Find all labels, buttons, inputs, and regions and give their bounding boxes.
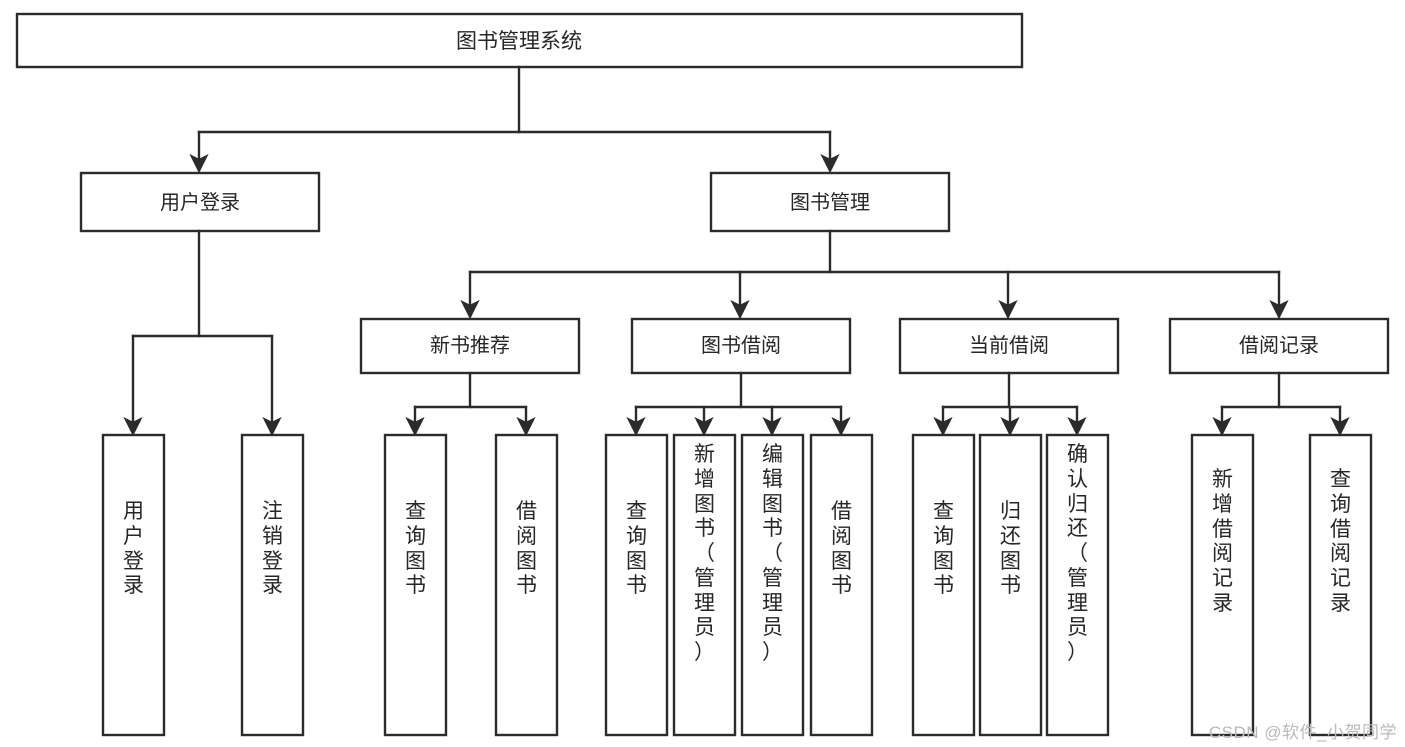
node-book-manage-label: 图书管理 xyxy=(790,191,870,214)
node-borrow-record-label: 借阅记录 xyxy=(1239,334,1319,357)
leaf-box-user-login-2[interactable] xyxy=(240,433,305,737)
node-new-book-recommend[interactable]: 新书推荐 xyxy=(359,317,581,375)
node-user-login[interactable]: 用户登录 xyxy=(79,171,321,233)
node-current-borrow-box xyxy=(898,317,1120,375)
leaf-box-current-borrow-3[interactable] xyxy=(1045,433,1110,737)
node-book-borrow[interactable]: 图书借阅 xyxy=(630,317,852,375)
leaf-box-book-borrow-4[interactable] xyxy=(809,433,874,737)
node-user-login-label: 用户登录 xyxy=(160,191,240,214)
leaf-box-current-borrow-2[interactable] xyxy=(978,433,1043,737)
node-new-book-recommend-label: 新书推荐 xyxy=(430,334,510,357)
leaf-box-user-login-1[interactable] xyxy=(101,433,166,737)
leaf-box-borrow-record-1[interactable] xyxy=(1190,433,1255,737)
leaf-box-new-book-2[interactable] xyxy=(494,433,559,737)
node-borrow-record-box xyxy=(1168,317,1390,375)
node-book-manage-box xyxy=(709,171,951,233)
node-root-system-label: 图书管理系统 xyxy=(456,30,582,53)
leaf-box-book-borrow-3[interactable] xyxy=(740,433,805,737)
leaf-box-current-borrow-1[interactable] xyxy=(911,433,976,737)
leaf-box-borrow-record-2[interactable] xyxy=(1308,433,1373,737)
node-borrow-record[interactable]: 借阅记录 xyxy=(1168,317,1390,375)
leaf-box-new-book-1[interactable] xyxy=(383,433,448,737)
node-root-system-box xyxy=(15,12,1024,69)
leaf-box-book-borrow-2[interactable] xyxy=(672,433,737,737)
node-book-borrow-box xyxy=(630,317,852,375)
node-root-system[interactable]: 图书管理系统 xyxy=(15,12,1024,69)
node-new-book-recommend-box xyxy=(359,317,581,375)
node-book-manage[interactable]: 图书管理 xyxy=(709,171,951,233)
node-current-borrow[interactable]: 当前借阅 xyxy=(898,317,1120,375)
node-book-borrow-label: 图书借阅 xyxy=(701,334,781,357)
node-current-borrow-label: 当前借阅 xyxy=(969,334,1049,357)
csdn-watermark: CSDN @软件_小贺同学 xyxy=(1208,723,1397,742)
leaf-box-book-borrow-1[interactable] xyxy=(604,433,669,737)
